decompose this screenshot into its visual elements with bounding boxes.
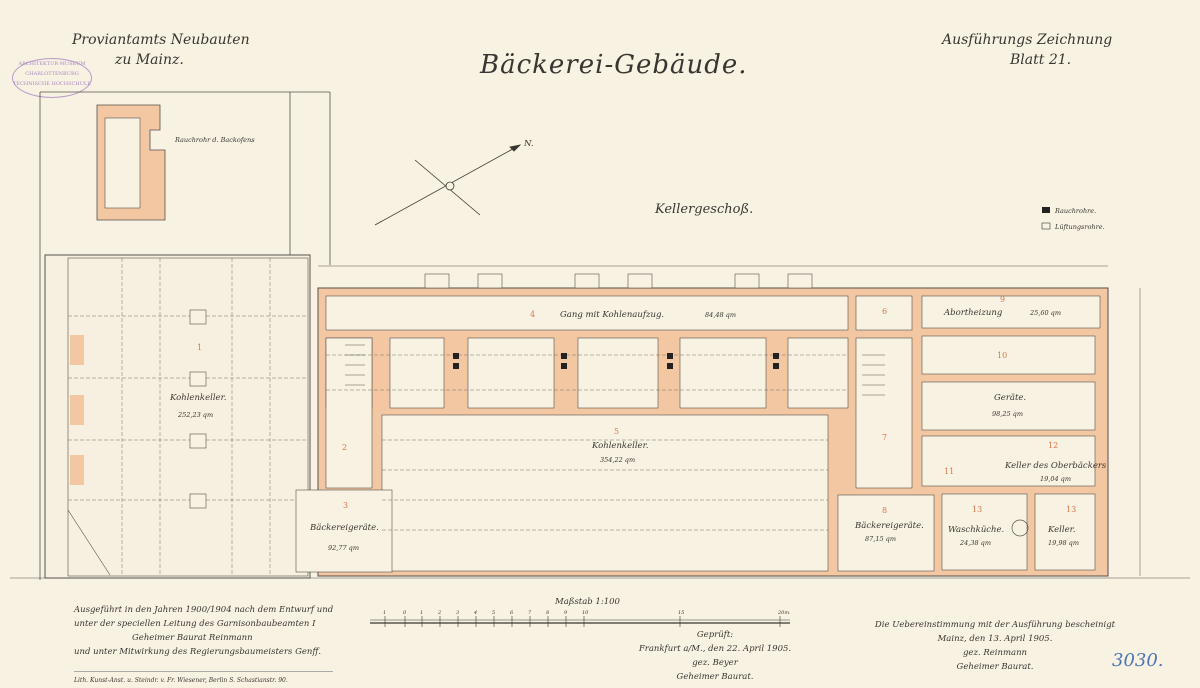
scale-tick-label: 15 — [678, 610, 684, 616]
room-name: Bäckereigeräte. — [854, 521, 924, 531]
room-number: 13 — [972, 505, 982, 514]
room-name: Keller des Oberbäckers — [1004, 461, 1107, 471]
room-area: 354,22 qm — [600, 456, 635, 464]
north-label: N. — [523, 139, 534, 149]
room-name: Abortheizung — [943, 308, 1003, 318]
floor-label: Kellergeschoß. — [654, 202, 753, 217]
scale-tick-label: 9 — [564, 610, 568, 616]
room-name: Waschküche. — [948, 525, 1004, 535]
scale-tick-label: 6 — [510, 610, 514, 616]
legend-vent-label: Lüftungsrohre. — [1054, 223, 1105, 231]
note-line: Die Uebereinstimmung mit der Ausführung … — [874, 620, 1116, 630]
note-line: Geprüft: — [696, 630, 734, 640]
room-number: 9 — [1000, 295, 1005, 304]
room-name: Gang mit Kohlenaufzug. — [560, 310, 664, 320]
site-outline — [10, 91, 1190, 580]
annex-chimney: Rauchrohr d. Backofens — [96, 104, 255, 221]
scale-tick-label: 3 — [456, 610, 459, 616]
drawing-title: Bäckerei-Gebäude. — [480, 50, 748, 80]
note-line: gez. Reinmann — [962, 648, 1028, 658]
note-line: Ausgeführt in den Jahren 1900/1904 nach … — [74, 605, 334, 615]
note-line: Geheimer Baurat. — [956, 662, 1034, 672]
room-number: 11 — [944, 467, 954, 476]
scale-tick-label: 20m. — [777, 610, 791, 616]
scale-tick-label: 1 — [420, 610, 423, 616]
stamp-line: CHARLOTTENBURG — [25, 71, 79, 77]
printer-credit: Lith. Kunst-Anst. u. Steindr. v. Fr. Wie… — [74, 671, 334, 688]
room-number: 7 — [882, 433, 887, 442]
room-area: 87,15 qm — [865, 535, 896, 543]
room-name: Kohlenkeller. — [591, 441, 648, 451]
certification-notes: Die Uebereinstimmung mit der Ausführung … — [860, 618, 1130, 674]
room-area: 25,60 qm — [1029, 309, 1061, 317]
room-area: 92,77 qm — [328, 544, 359, 552]
museum-stamp: ARCHITEKTUR-MUSEUM CHARLOTTENBURG TECHNI… — [12, 58, 92, 98]
room-number: 1 — [197, 343, 202, 352]
room-number: 8 — [882, 506, 887, 515]
left-wing — [44, 254, 311, 579]
drawing-type: Ausführungs Zeichnung — [942, 32, 1113, 48]
room-name: Keller. — [1047, 525, 1075, 535]
legend: Rauchrohre. Lüftungsrohre. — [1041, 207, 1105, 231]
note-line: Geheimer Baurat Reinmann — [132, 633, 253, 643]
scale-tick-label: 4 — [473, 610, 477, 616]
room-area: 252,23 qm — [177, 411, 213, 419]
project-location: zu Mainz. — [115, 52, 184, 68]
room-area: 19,98 qm — [1048, 539, 1079, 547]
room-area: 19,04 qm — [1040, 475, 1071, 483]
room-number: 3 — [343, 501, 348, 510]
legend-smoke-label: Rauchrohre. — [1054, 207, 1096, 215]
scale-tick-label: 0 — [403, 610, 407, 616]
scale-tick-label: 10 — [582, 610, 589, 616]
sheet-number: Blatt 21. — [1010, 52, 1072, 68]
smoke-flues — [453, 353, 779, 369]
scale-tick-label: 1 — [383, 610, 386, 616]
stamp-line: TECHNISCHE HOCHSCHULE — [13, 81, 91, 87]
scale-tick-label: 8 — [546, 610, 549, 616]
note-line: und unter Mitwirkung des Regierungsbaume… — [74, 647, 322, 657]
room-number: 5 — [614, 427, 619, 436]
room-name: Geräte. — [994, 393, 1026, 403]
note-line: unter der speciellen Leitung des Garniso… — [74, 619, 316, 629]
project-title: Proviantamts Neubauten — [72, 32, 250, 48]
note-line: Mainz, den 13. April 1905. — [937, 634, 1053, 644]
scale-label: Maßstab 1:100 — [554, 597, 621, 607]
inventory-number: 3030. — [1112, 650, 1164, 671]
note-line: Frankfurt a/M., den 22. April 1905. — [638, 644, 792, 654]
vent-flue-swatch — [1041, 222, 1051, 230]
room-labels: 1 Kohlenkeller. 252,23 qm 2 3 Bäckereige… — [169, 295, 1107, 552]
execution-notes: Ausgeführt in den Jahren 1900/1904 nach … — [74, 603, 334, 688]
compass-rose: N. — [374, 139, 534, 226]
room-number: 10 — [997, 351, 1007, 360]
main-building — [295, 273, 1109, 577]
room-name: Bäckereigeräte. — [309, 523, 379, 533]
room-number: 2 — [342, 443, 347, 452]
room-number: 4 — [530, 310, 535, 319]
room-area: 24,38 qm — [959, 539, 991, 547]
room-number: 13 — [1066, 505, 1076, 514]
note-line: gez. Beyer — [692, 658, 738, 668]
scale-tick-label: 7 — [528, 610, 532, 616]
approval-notes: Geprüft: Frankfurt a/M., den 22. April 1… — [610, 628, 820, 684]
room-area: 98,25 qm — [992, 410, 1023, 418]
note-line: Geheimer Baurat. — [676, 672, 754, 682]
room-area: 84,48 qm — [705, 311, 736, 319]
room-name: Kohlenkeller. — [169, 393, 226, 403]
room-number: 12 — [1048, 441, 1058, 450]
scale-tick-label: 5 — [492, 610, 495, 616]
stamp-line: ARCHITEKTUR-MUSEUM — [18, 61, 86, 67]
annex-note: Rauchrohr d. Backofens — [174, 136, 255, 144]
scale-tick-label: 2 — [437, 610, 441, 616]
smoke-flue-swatch — [1042, 207, 1050, 213]
room-number: 6 — [882, 307, 887, 316]
